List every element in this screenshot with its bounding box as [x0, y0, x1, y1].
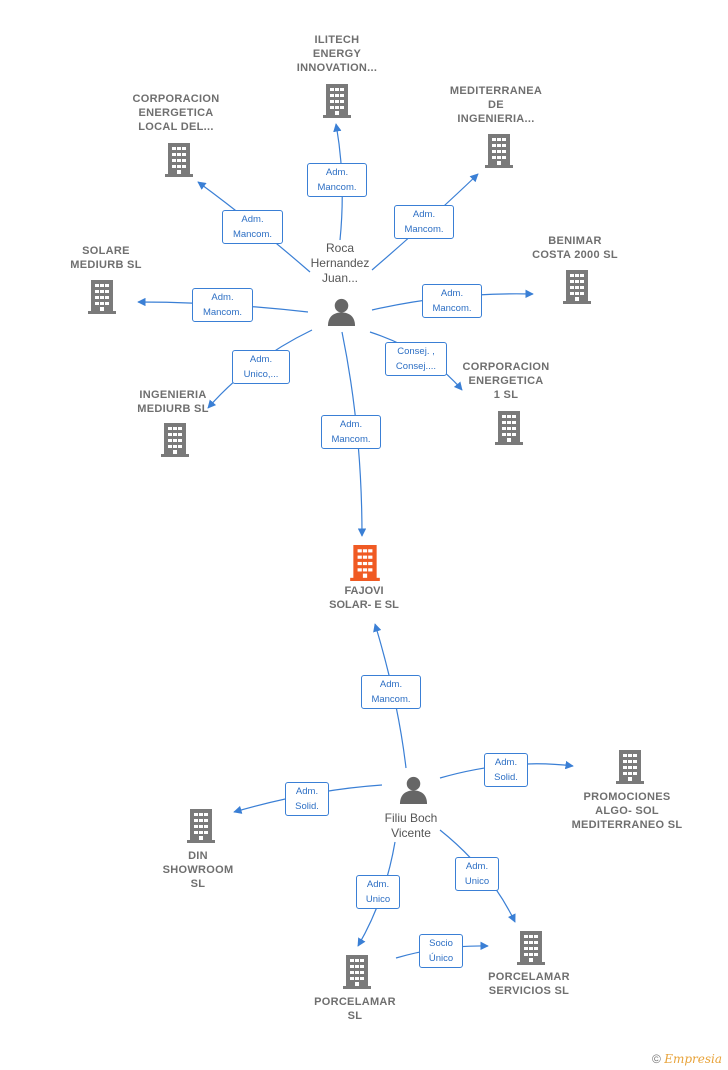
edge-label[interactable]: Adm. Mancom.: [321, 415, 381, 449]
company-label-corporacion-local[interactable]: CORPORACION ENERGETICA LOCAL DEL...: [132, 93, 220, 133]
copyright: © Empresia: [652, 1052, 722, 1066]
company-label-solare[interactable]: SOLARE MEDIURB SL: [70, 245, 142, 271]
company-label-corporacion-1[interactable]: CORPORACION ENERGETICA 1 SL: [462, 361, 550, 401]
person-icon: [327, 298, 356, 326]
building-icon: [616, 750, 644, 784]
edge-label[interactable]: Consej. , Consej....: [385, 342, 447, 376]
edge-label[interactable]: Adm. Mancom.: [422, 284, 482, 318]
person-label-roca[interactable]: Roca Hernandez Juan...: [310, 241, 370, 285]
company-label-ingenieria[interactable]: INGENIERIA MEDIURB SL: [137, 389, 209, 415]
company-label-porcelamar-servicios[interactable]: PORCELAMAR SERVICIOS SL: [488, 971, 570, 997]
company-label-benimar[interactable]: BENIMAR COSTA 2000 SL: [532, 235, 618, 261]
person-label-filiu[interactable]: Filiu Boch Vicente: [384, 811, 438, 840]
edge-label[interactable]: Adm. Mancom.: [394, 205, 454, 239]
company-label-mediterranea[interactable]: MEDITERRANEA DE INGENIERIA...: [449, 85, 543, 125]
edge-label[interactable]: Socio Único: [419, 934, 463, 968]
edge-label[interactable]: Adm. Mancom.: [361, 675, 421, 709]
building-icon: [323, 84, 351, 118]
edge-label[interactable]: Adm. Mancom.: [192, 288, 253, 322]
building-icon: [563, 270, 591, 304]
main-company-label[interactable]: FAJOVI SOLAR- E SL: [329, 585, 399, 611]
edge-label[interactable]: Adm. Mancom.: [222, 210, 283, 244]
building-icon: [495, 411, 523, 445]
building-icon: [485, 134, 513, 168]
edge-label[interactable]: Adm. Unico: [455, 857, 499, 891]
edge-label[interactable]: Adm. Solid.: [285, 782, 329, 816]
edge-label[interactable]: Adm. Unico: [356, 875, 400, 909]
building-icon: [187, 809, 215, 843]
company-label-porcelamar[interactable]: PORCELAMAR SL: [314, 996, 396, 1022]
brand-logo[interactable]: Empresia: [664, 1052, 722, 1066]
building-icon: [88, 280, 116, 314]
copyright-icon: ©: [652, 1052, 661, 1066]
main-building-icon: [350, 545, 380, 581]
edge-label[interactable]: Adm. Unico,...: [232, 350, 290, 384]
building-icon: [161, 423, 189, 457]
person-icon: [399, 776, 428, 804]
edge-label[interactable]: Adm. Mancom.: [307, 163, 367, 197]
edge-label[interactable]: Adm. Solid.: [484, 753, 528, 787]
building-icon: [165, 143, 193, 177]
building-icon: [343, 955, 371, 989]
building-icon: [517, 931, 545, 965]
company-label-din[interactable]: DIN SHOWROOM SL: [162, 850, 234, 890]
company-label-ilitech[interactable]: ILITECH ENERGY INNOVATION...: [296, 34, 378, 74]
company-label-promociones[interactable]: PROMOCIONES ALGO- SOL MEDITERRANEO SL: [571, 791, 683, 831]
